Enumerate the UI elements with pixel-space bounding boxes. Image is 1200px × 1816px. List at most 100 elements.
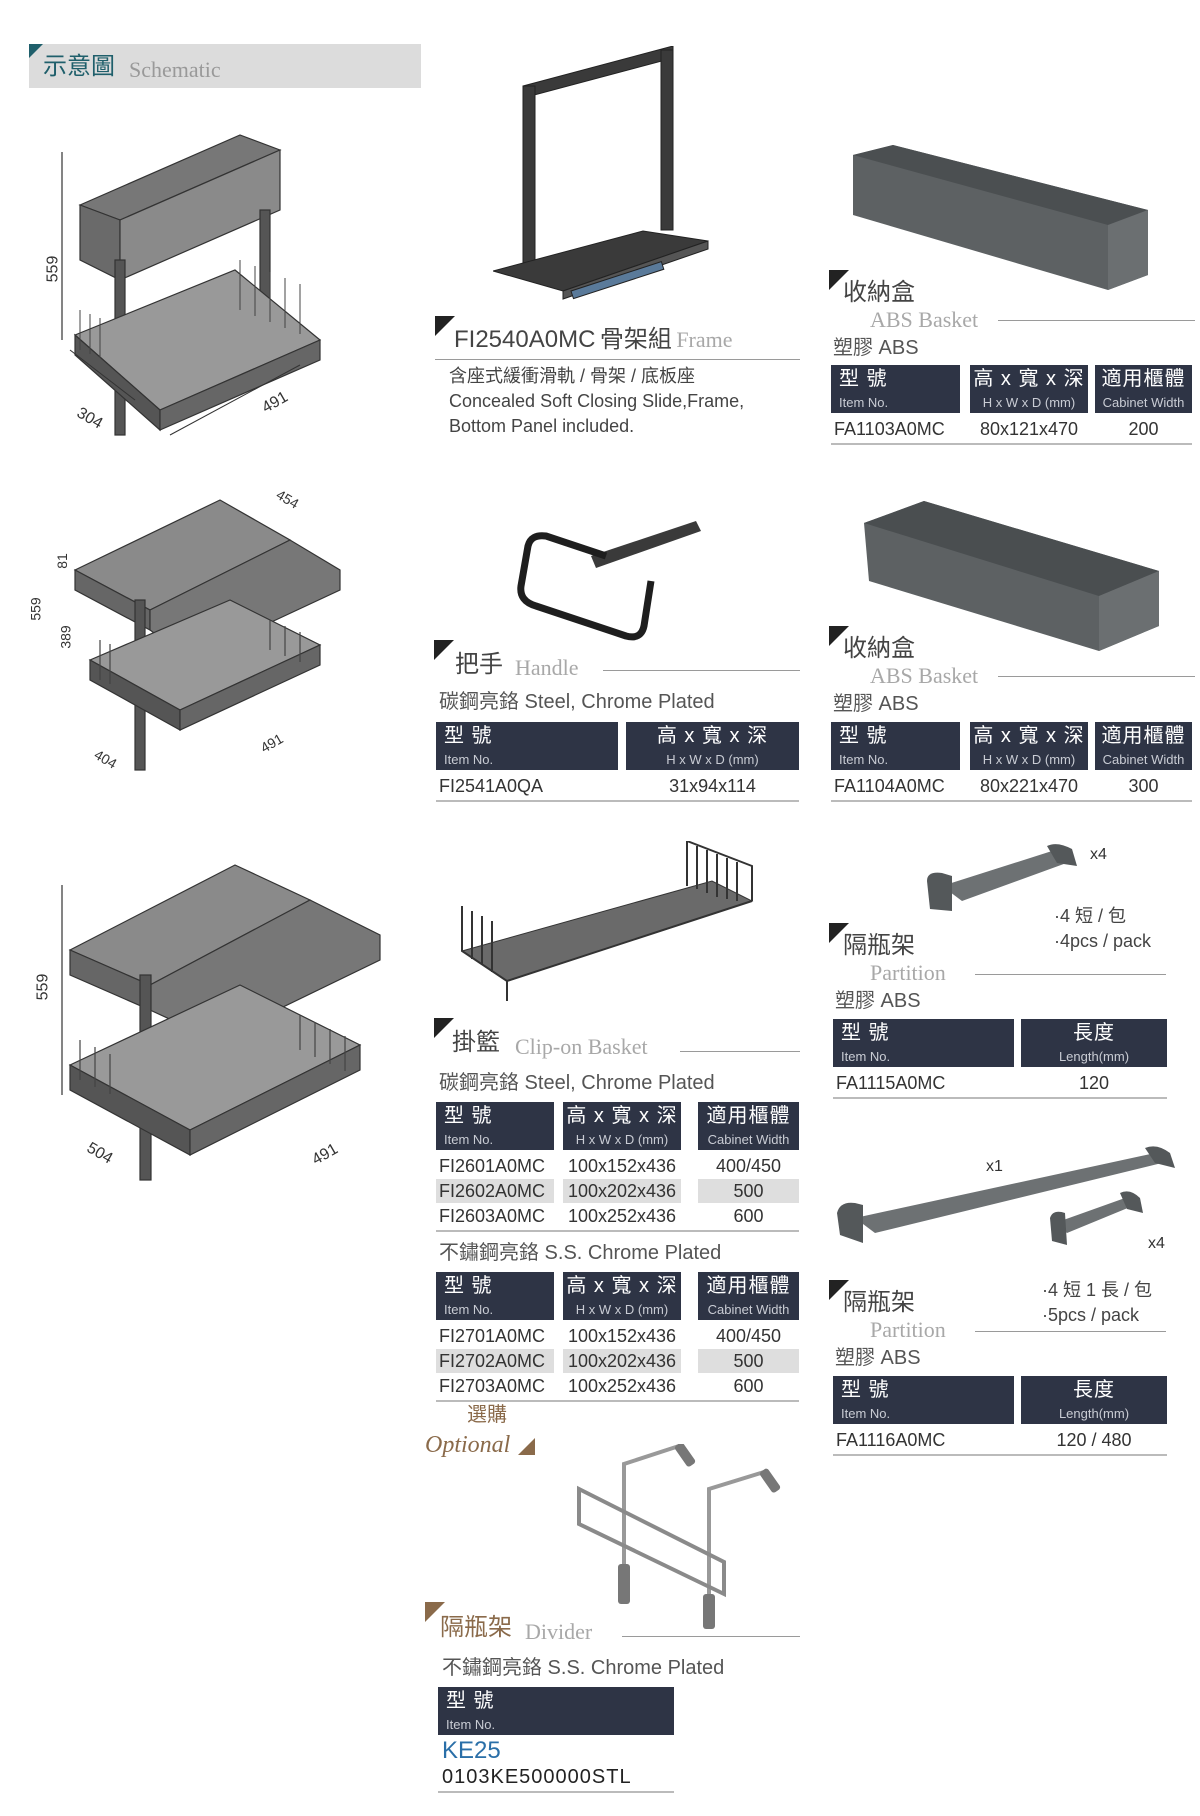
header-en: H x W x D (mm) [575,1132,669,1147]
header-en: Item No. [839,395,889,410]
divider-material: 不鏽鋼亮鉻 S.S. Chrome Plated [442,1657,725,1679]
divider-line [435,359,800,360]
row-line [833,1097,1167,1099]
table-cell: FI2541A0QA [439,776,544,796]
table-cell: 80x121x470 [979,419,1079,439]
schematic-diagram-1 [61,134,322,436]
partition1-notes: ·4 短 / 包 ·4pcs / pack [1054,904,1151,954]
table-cell: 600 [733,1376,764,1396]
abs-basket-image [864,501,1159,651]
header-zh: 高 x 寬 x 深 [566,1105,678,1127]
divider-item-no: KE25 [442,1737,501,1764]
schematic-title-zh: 示意圖 [43,53,115,80]
dimension-label: 559 [27,597,44,621]
clip-material-ss: 不鏽鋼亮鉻 S.S. Chrome Plated [439,1242,722,1264]
handle-image [517,521,701,641]
header-zh: 適用櫃體 [1101,368,1186,390]
partition1-material: 塑膠 ABS [835,990,921,1012]
clip-material-steel: 碳鋼亮鉻 Steel, Chrome Plated [439,1072,715,1094]
dimension-label: 559 [34,973,52,1001]
divider-line [998,676,1195,677]
header-zh: 型 號 [841,1379,890,1401]
header-size: 高 x 寬 x 深 H x W x D (mm) [563,1102,681,1150]
header-zh: 型 號 [839,725,888,747]
corner-marker [435,316,455,336]
header-zh: 適用櫃體 [706,1105,791,1127]
basket2-title-zh: 收納盒 [843,635,915,662]
corner-marker [829,923,849,943]
pack-note: ·4 短 / 包 [1054,906,1127,926]
header-en: H x W x D (mm) [666,752,759,767]
table-cell: FA1115A0MC [836,1073,946,1093]
header-zh: 高 x 寬 x 深 [973,725,1085,747]
divider-line [680,1051,800,1052]
schematic-diagram-3 [61,864,381,1181]
header-zh: 型 號 [444,725,493,747]
table-cell: FA1103A0MC [834,419,945,439]
clip-title-zh: 掛籃 [452,1029,500,1056]
basket1-material: 塑膠 ABS [833,337,919,359]
frame-title: FI2540A0MC 骨架組 Frame [454,326,733,357]
dimension-label: 81 [53,553,70,569]
row-line [831,800,1192,802]
table-cell: 500 [698,1349,799,1373]
basket2-title-en: ABS Basket [870,663,979,688]
header-size: 高 x 寬 x 深 H x W x D (mm) [626,722,799,770]
table-cell: 300 [1128,776,1159,796]
optional-label-en: Optional [425,1432,511,1458]
table-cell: 500 [698,1179,799,1203]
header-zh: 高 x 寬 x 深 [973,368,1085,390]
table-cell: 31x94x114 [669,776,756,796]
corner-marker [425,1602,445,1622]
table-cell: 400/450 [715,1326,782,1346]
table-cell: FI2703A0MC [439,1376,546,1396]
table-cell: 600 [733,1206,764,1226]
divider-image [577,1444,781,1629]
table-cell: FA1116A0MC [836,1430,946,1450]
header-en: Cabinet Width [1102,752,1185,767]
desc-line: Bottom Panel included. [449,416,635,436]
handle-material: 碳鋼亮鉻 Steel, Chrome Plated [439,691,715,713]
header-item: 型 號 Item No. [831,722,960,770]
abs-basket-image [853,145,1148,290]
partition-short-image [927,844,1077,911]
table-cell: FI2601A0MC [439,1156,546,1176]
table-cell: 100x152x436 [567,1156,677,1176]
partition1-quantity: x4 [1090,846,1107,863]
frame-code: FI2540A0MC [454,326,596,353]
row-line [436,800,799,802]
table-cell: 100x202x436 [563,1349,681,1373]
dimension-label: 389 [57,625,74,649]
partition2-material: 塑膠 ABS [835,1347,921,1369]
row-line [436,1400,799,1402]
corner-marker [29,44,43,58]
frame-title-en: Frame [676,327,733,352]
partition1-title-zh: 隔瓶架 [843,932,915,959]
row-line [438,1791,674,1793]
header-en: Item No. [839,752,889,767]
header-en: Length(mm) [1058,1406,1130,1421]
table-cell: FI2602A0MC [436,1179,554,1203]
header-en: H x W x D (mm) [982,395,1076,410]
optional-label-zh: 選購 [467,1404,507,1426]
header-zh: 型 號 [444,1275,493,1297]
partition2-quantity-long: x1 [986,1158,1003,1175]
dimension-label: 559 [44,255,62,283]
table-cell: 80x221x470 [979,776,1079,796]
partition2-title-en: Partition [870,1317,946,1342]
corner-marker [434,640,454,660]
table-cell: FI2603A0MC [439,1206,546,1226]
table-cell: 100x252x436 [567,1376,677,1396]
corner-marker [829,270,849,290]
partition2-title-zh: 隔瓶架 [843,1289,915,1316]
schematic-header: 示意圖 Schematic [29,44,421,88]
header-en: Length(mm) [1058,1049,1130,1064]
header-zh: 高 x 寬 x 深 [656,725,769,747]
